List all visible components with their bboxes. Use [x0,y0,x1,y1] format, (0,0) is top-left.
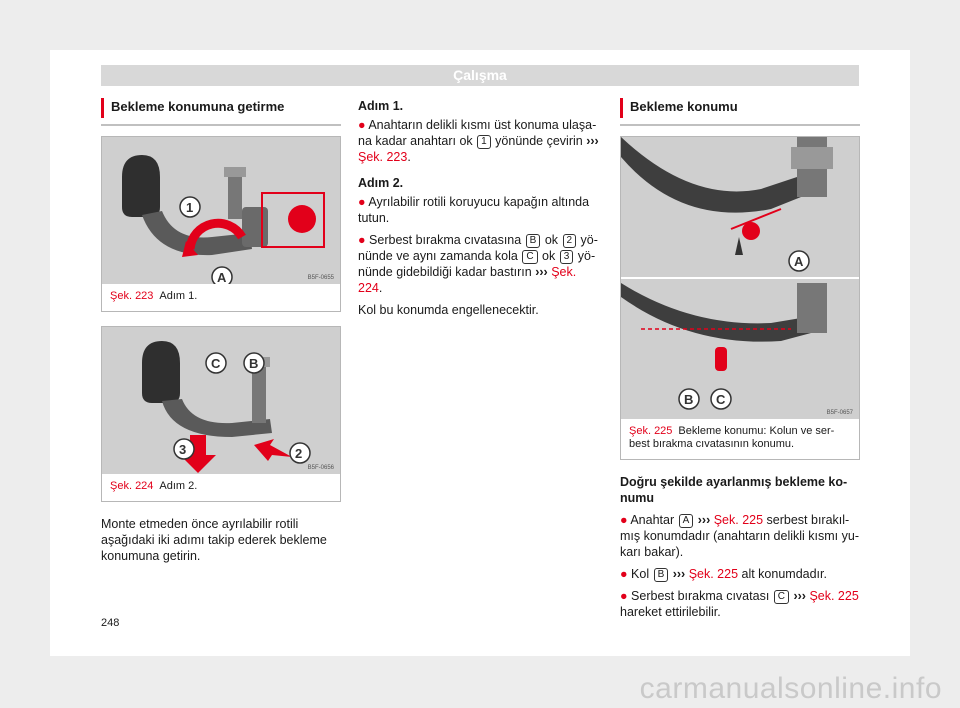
step-1-heading: Adım 1. [358,99,404,113]
bullet-icon: ● [358,118,366,132]
caption-text: Adım 1. [159,290,198,302]
chevron-icon: ››› [790,589,810,603]
step-1-bullet: ● Anahtarın delikli kısmı üst konuma ula… [358,117,604,165]
figure-224-caption: Şek. 224 Adım 2. [102,474,340,501]
figure-ref: Şek. 223 [110,290,154,302]
figure-223-caption: Şek. 223 Adım 1. [102,284,340,311]
key-label: 2 [562,234,577,248]
figure-link[interactable]: Şek. 225 [688,567,739,581]
key-label: B [653,568,669,582]
figure-ref: Şek. 225 [629,425,673,437]
callout-label: 1 [186,200,193,215]
text: Anahtar [627,513,678,527]
step-2-heading: Adım 2. [358,176,404,190]
middle-column: Adım 1. ● Anahtarın delikli kısmı üst ko… [358,98,604,326]
text: hareket ettirilebilir. [620,605,721,619]
callout-label: 3 [179,442,186,457]
callout-label: A [794,254,804,269]
key-label: C [522,250,538,264]
text: Ayrılabilir rotili koruyucu kapağın altı… [358,195,590,225]
text: Serbest bırakma cıvatasına [365,233,525,247]
left-column: Bekleme konumuna getirme 1 A B5F-0655 [101,98,341,572]
section-rule [620,124,860,126]
text: . [378,281,383,295]
section-title-left: Bekleme konumuna getirme [101,98,341,118]
watermark: carmanualsonline.info [639,672,942,705]
standby-bullet-c: ● Serbest bırakma cıvatası C ››› Şek. 22… [620,588,860,620]
bullet-icon: ● [620,567,628,581]
chevron-icon: ››› [535,265,548,279]
figure-223-image: 1 A B5F-0655 [102,137,340,284]
callout-label: C [211,356,221,371]
figure-224-image: C B 3 2 B5F-0656 [102,327,340,474]
intro-paragraph: Monte etmeden önce ayrılabilir rotili aş… [101,517,327,563]
right-column: Bekleme konumu A B C [620,98,860,626]
key-label: B [525,234,541,248]
text: ok [541,233,562,247]
figure-code: B5F-0657 [826,410,853,416]
chapter-header: Çalışma [101,65,859,86]
towbar-step2-illustration: C B 3 2 [102,327,340,474]
caption-text: Adım 2. [159,480,198,492]
callout-label: C [716,392,726,407]
text: yö-nünde gidebildiği kadar bastırın [358,249,596,279]
figure-code: B5F-0655 [307,275,334,281]
text: yö-nünde ve aynı zamanda kola [358,233,598,263]
towbar-standby-illustration: A B C [621,137,859,419]
callout-label: B [249,356,258,371]
callout-label: B [684,392,693,407]
text: serbest bırakıl-mış konumdadır (anahtarı… [620,513,859,559]
caption-text: Bekleme konumu: Kolun ve ser-best bırakm… [629,425,835,450]
figure-link[interactable]: Şek. 223 [358,150,408,164]
figure-225-image: A B C B5F-0657 [621,137,859,419]
figure-224: C B 3 2 B5F-0656 Şek. 224 Adım 2. [101,326,341,502]
figure-223: 1 A B5F-0655 Şek. 223 Adım 1. [101,136,341,312]
closing-paragraph: Kol bu konumda engellenecektir. [358,303,539,317]
text: yönünde çevirin [491,134,587,148]
chevron-icon: ››› [586,134,599,148]
standby-bullet-a: ● Anahtar A ››› Şek. 225 serbest bırakıl… [620,512,860,560]
bullet-icon: ● [358,195,366,209]
text: Serbest bırakma cıvatası [627,589,773,603]
callout-label: 2 [295,446,302,461]
chevron-icon: ››› [694,513,714,527]
figure-ref: Şek. 224 [110,480,154,492]
key-label: C [773,590,789,604]
page-number: 248 [101,617,120,629]
towbar-step1-illustration: 1 A [102,137,340,284]
chevron-icon: ››› [669,567,689,581]
step-2-bullet-b: ● Serbest bırakma cıvatasına B ok 2 yö-n… [358,232,604,296]
standby-bullet-b: ● Kol B ››› Şek. 225 alt konumdadır. [620,566,860,582]
text: Anahtarın delikli kısmı üst konuma ulaşa… [358,118,597,148]
bullet-icon: ● [620,513,628,527]
figure-link[interactable]: Şek. 225 [713,513,764,527]
bullet-icon: ● [358,233,366,247]
key-label: 3 [559,250,574,264]
step-2-bullet-a: ● Ayrılabilir rotili koruyucu kapağın al… [358,194,604,226]
text: Kol [627,567,653,581]
key-label: A [678,514,694,528]
text: ok [538,249,559,263]
figure-link[interactable]: Şek. 225 [809,589,859,603]
figure-code: B5F-0656 [307,465,334,471]
key-label: 1 [477,135,491,149]
correct-standby-heading: Doğru şekilde ayarlanmış bekleme ko-numu [620,475,848,505]
section-rule [101,124,341,126]
bullet-icon: ● [620,589,628,603]
text: alt konumdadır. [738,567,827,581]
figure-link[interactable]: Şek. 224 [358,265,577,295]
text: . [407,150,411,164]
section-title-right: Bekleme konumu [620,98,860,118]
callout-label: A [217,270,227,284]
